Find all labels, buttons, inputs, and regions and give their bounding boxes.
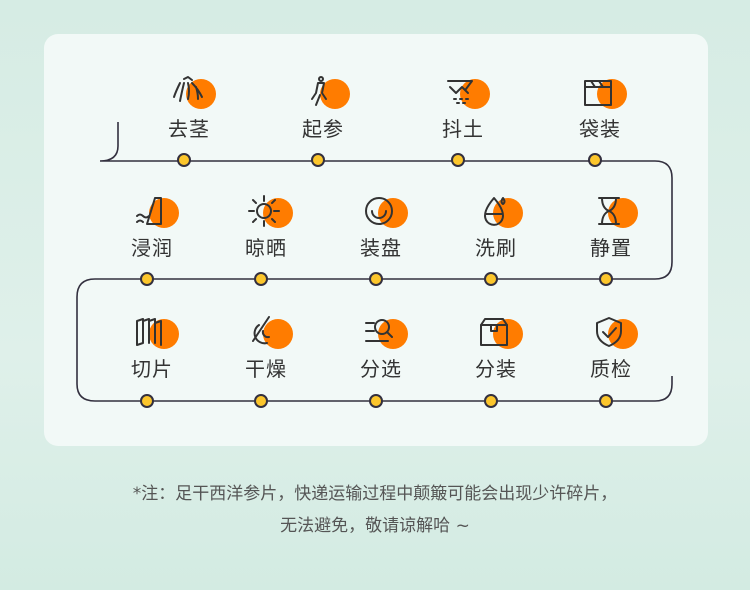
accent-dot xyxy=(263,319,293,349)
step-label: 静置 xyxy=(590,236,632,260)
footnote: *注：足干西洋参片，快递运输过程中颠簸可能会出现少许碎片， 无法避免，敬请谅解哈… xyxy=(0,478,750,542)
water-drop-icon xyxy=(473,194,523,230)
step-node xyxy=(140,394,154,408)
soil-icon xyxy=(440,75,490,111)
step-node xyxy=(140,272,154,286)
step-node xyxy=(369,272,383,286)
step-2: 起参 xyxy=(268,75,378,142)
footnote-line-2: 无法避免，敬请谅解哈 ~ xyxy=(280,516,470,536)
shield-check-icon xyxy=(588,315,638,351)
step-node xyxy=(177,153,191,167)
step-label: 装盘 xyxy=(360,236,402,260)
accent-dot xyxy=(263,198,293,228)
step-8: 洗刷 xyxy=(441,194,551,261)
box-icon xyxy=(473,315,523,351)
step-label: 浸润 xyxy=(131,236,173,260)
step-node xyxy=(484,394,498,408)
soak-icon xyxy=(129,194,179,230)
step-4: 袋装 xyxy=(545,75,655,142)
step-label: 切片 xyxy=(131,357,173,381)
step-13: 分装 xyxy=(441,315,551,382)
root-icon xyxy=(166,75,216,111)
step-6: 晾晒 xyxy=(211,194,321,261)
step-label: 晾晒 xyxy=(245,236,287,260)
step-node xyxy=(451,153,465,167)
footnote-line-1: *注：足干西洋参片，快递运输过程中颠簸可能会出现少许碎片， xyxy=(132,484,618,504)
step-12: 分选 xyxy=(326,315,436,382)
step-5: 浸润 xyxy=(97,194,207,261)
hourglass-icon xyxy=(588,194,638,230)
step-node xyxy=(254,394,268,408)
step-11: 干燥 xyxy=(211,315,321,382)
process-card xyxy=(44,34,708,446)
sort-icon xyxy=(358,315,408,351)
step-10: 切片 xyxy=(97,315,207,382)
step-label: 洗刷 xyxy=(475,236,517,260)
step-node xyxy=(484,272,498,286)
step-label: 分装 xyxy=(475,357,517,381)
step-14: 质检 xyxy=(556,315,666,382)
step-label: 干燥 xyxy=(245,357,287,381)
slices-icon xyxy=(129,315,179,351)
step-label: 质检 xyxy=(590,357,632,381)
step-9: 静置 xyxy=(556,194,666,261)
step-node xyxy=(599,272,613,286)
step-node xyxy=(369,394,383,408)
step-node xyxy=(254,272,268,286)
dry-icon xyxy=(243,315,293,351)
step-label: 袋装 xyxy=(579,117,621,141)
step-label: 抖土 xyxy=(442,117,484,141)
bag-icon xyxy=(577,75,627,111)
step-label: 去茎 xyxy=(168,117,210,141)
accent-dot xyxy=(320,79,350,109)
ginseng-icon xyxy=(300,75,350,111)
step-node xyxy=(599,394,613,408)
sun-icon xyxy=(243,194,293,230)
step-3: 抖土 xyxy=(408,75,518,142)
step-label: 分选 xyxy=(360,357,402,381)
step-label: 起参 xyxy=(302,117,344,141)
step-node xyxy=(311,153,325,167)
step-node xyxy=(588,153,602,167)
plate-icon xyxy=(358,194,408,230)
step-7: 装盘 xyxy=(326,194,436,261)
step-1: 去茎 xyxy=(134,75,244,142)
